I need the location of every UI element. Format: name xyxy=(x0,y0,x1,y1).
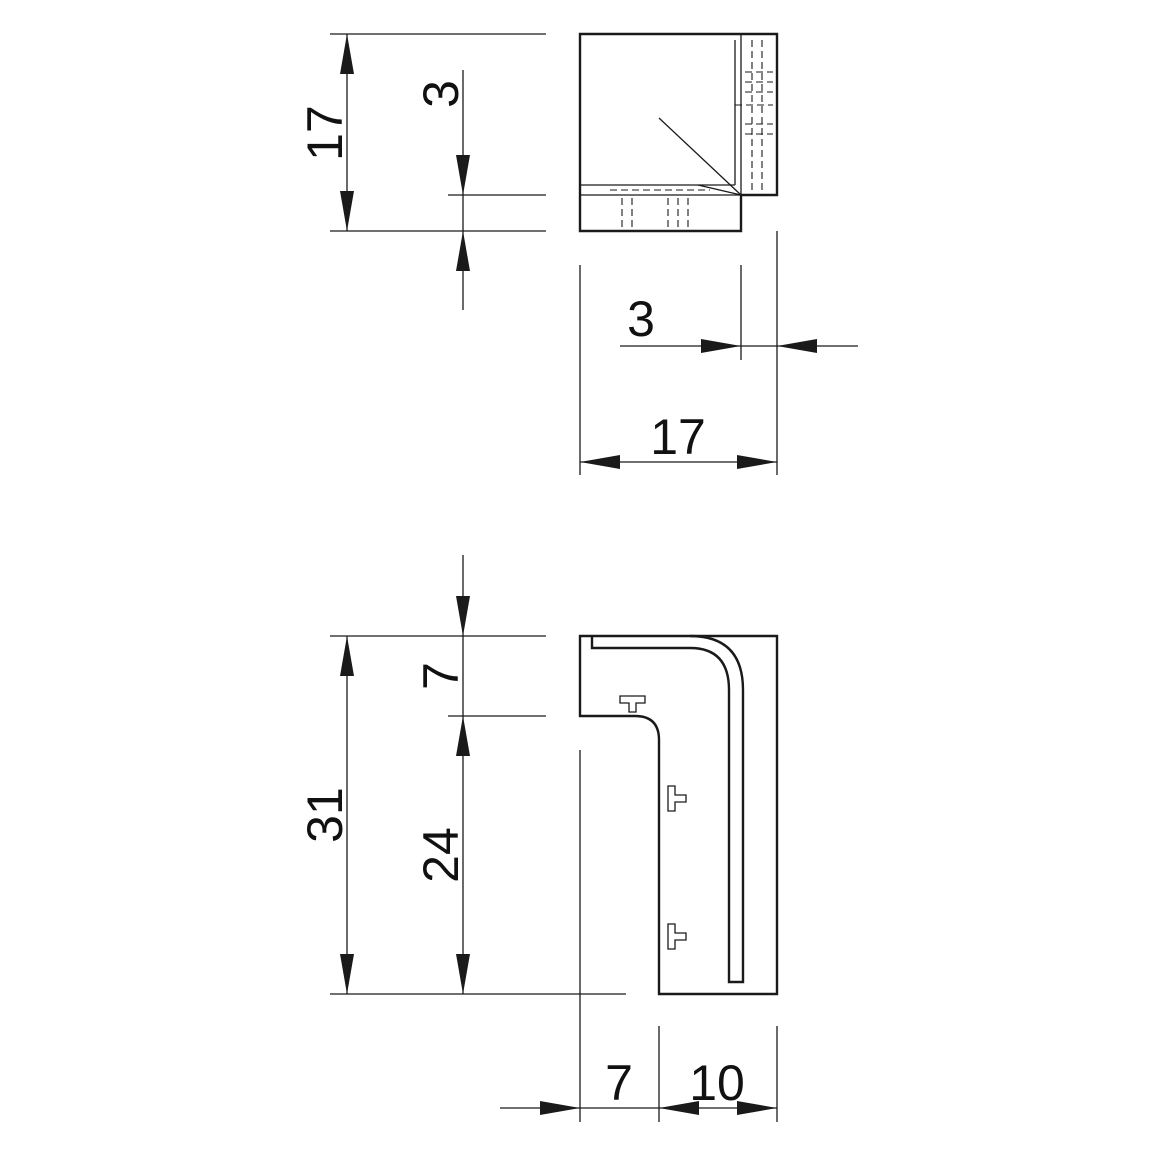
arrowhead xyxy=(580,455,620,469)
arrowhead xyxy=(737,455,777,469)
arrowhead xyxy=(701,339,741,353)
arrowhead xyxy=(659,1101,699,1115)
top-view-diagonal-2 xyxy=(697,184,742,196)
dimension-offset-3-vertical: 3 xyxy=(413,80,469,108)
t-slot-mark xyxy=(619,695,646,713)
front-view-outline xyxy=(578,634,779,996)
arrowhead xyxy=(737,1101,777,1115)
arrowhead xyxy=(340,191,354,231)
dimension-height-17: 17 xyxy=(297,105,353,161)
arrowhead xyxy=(456,716,470,756)
dimension-left-width-7: 7 xyxy=(605,1055,633,1111)
arrowhead xyxy=(540,1101,580,1115)
arrowhead xyxy=(456,596,470,636)
arrowhead xyxy=(777,339,817,353)
dimension-bottom-part-24: 24 xyxy=(413,827,469,883)
dimension-top-part-7: 7 xyxy=(413,662,469,690)
t-slot-mark xyxy=(667,923,687,950)
top-view: 17 3 3 17 xyxy=(297,32,858,475)
t-slot-mark xyxy=(667,785,687,812)
front-view-inner-slot xyxy=(590,634,745,984)
arrowhead xyxy=(456,231,470,271)
front-view: 31 7 24 7 10 xyxy=(297,555,779,1122)
arrowhead xyxy=(340,34,354,74)
arrowhead xyxy=(456,954,470,994)
top-view-diagonal xyxy=(658,117,742,196)
arrowhead xyxy=(340,636,354,676)
dimension-width-17: 17 xyxy=(650,409,706,465)
arrowhead xyxy=(340,954,354,994)
dimension-right-width-10: 10 xyxy=(689,1055,745,1111)
dimension-total-height-31: 31 xyxy=(297,787,353,843)
arrowhead xyxy=(456,155,470,195)
dimension-offset-3-horizontal: 3 xyxy=(627,291,655,347)
